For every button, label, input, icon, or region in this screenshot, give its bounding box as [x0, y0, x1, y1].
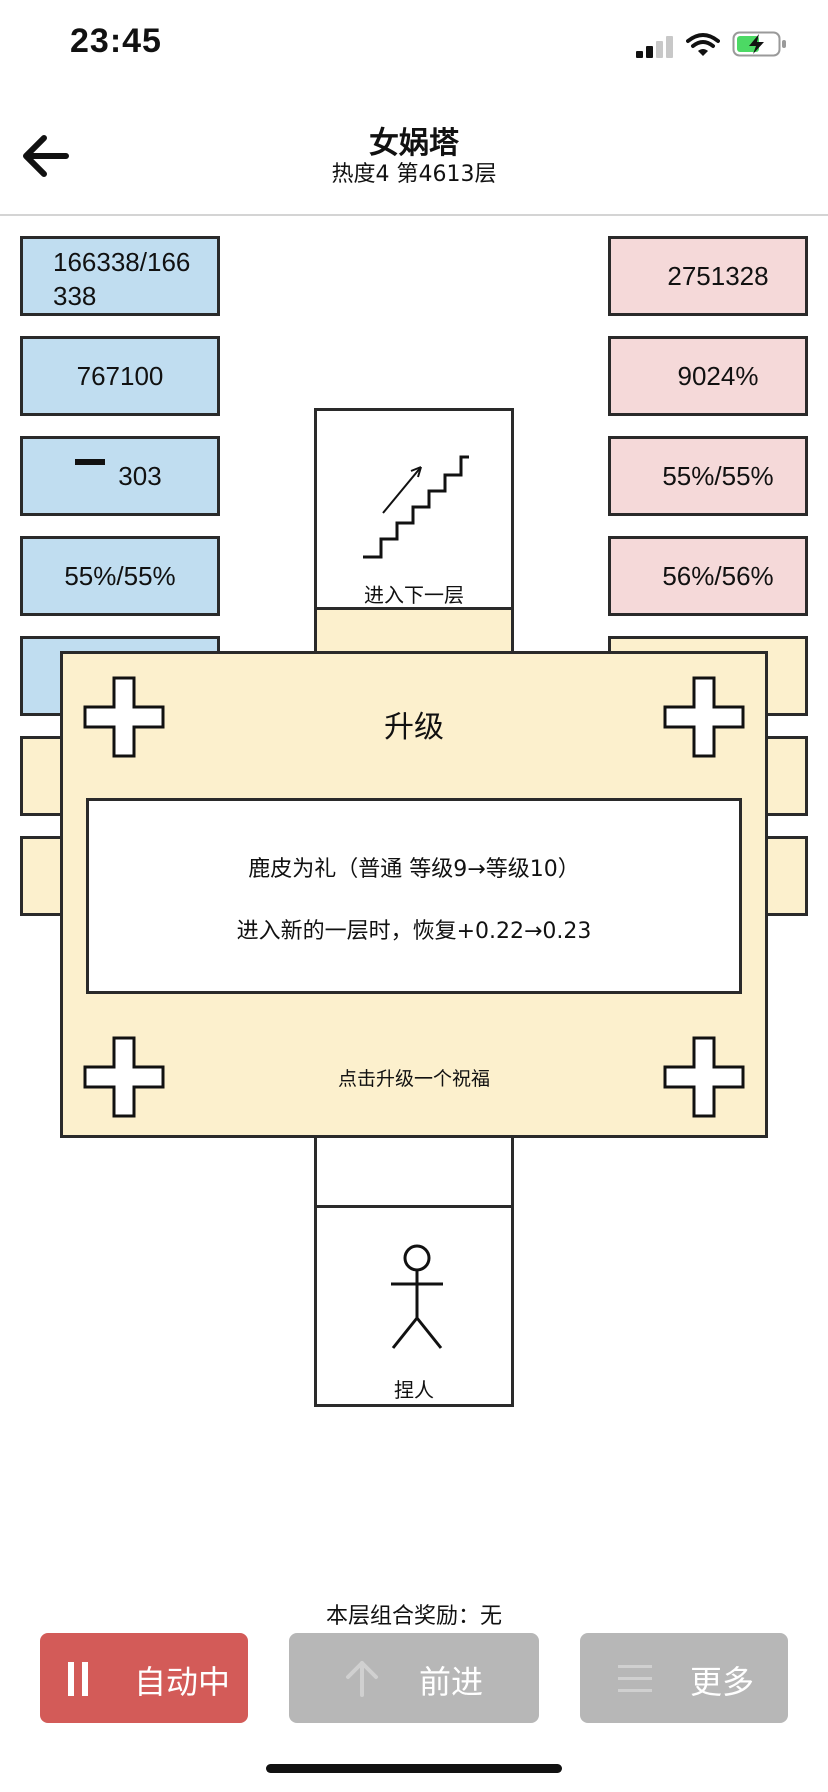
signal-icon [636, 36, 674, 58]
next-floor-button[interactable]: 进入下一层 [314, 408, 514, 610]
minus-icon [75, 459, 105, 465]
arrow-up-icon [346, 1661, 378, 1697]
pause-icon [68, 1662, 88, 1696]
left-stat-hp-value: 166338/166338 [53, 247, 191, 311]
stick-figure-icon [391, 1244, 443, 1349]
plus-icon [83, 1036, 165, 1118]
upgrade-modal[interactable]: 升级 鹿皮为礼（普通 等级9→等级10） 进入新的一层时，恢复+0.22→0.2… [60, 651, 768, 1138]
menu-icon [618, 1665, 652, 1692]
forward-button[interactable]: 前进 [289, 1633, 539, 1723]
character-button[interactable]: 捏人 [314, 1205, 514, 1407]
auto-button[interactable]: 自动中 [40, 1633, 248, 1723]
character-label: 捏人 [394, 1378, 434, 1402]
page-title: 女娲塔 [369, 126, 459, 161]
arrow-left-icon [23, 135, 69, 177]
center-empty-cell [314, 1133, 514, 1208]
stairs-up-icon [363, 455, 469, 559]
home-indicator[interactable] [266, 1764, 562, 1773]
left-stat-2-value: 767100 [76, 360, 164, 391]
right-stat-4: 56%/56% [608, 536, 808, 616]
modal-title: 升级 [384, 710, 444, 745]
nav-divider [0, 214, 828, 216]
blessing-effect: 进入新的一层时，恢复+0.22→0.23 [236, 919, 592, 944]
right-stat-1-value: 2751328 [667, 260, 769, 291]
next-floor-label: 进入下一层 [364, 583, 464, 607]
blessing-card[interactable]: 鹿皮为礼（普通 等级9→等级10） 进入新的一层时，恢复+0.22→0.23 [86, 798, 742, 994]
auto-button-label: 自动中 [134, 1663, 231, 1701]
right-stat-4-value: 56%/56% [662, 560, 774, 591]
right-stat-2-value: 9024% [677, 360, 759, 391]
wifi-icon [686, 32, 720, 58]
plus-icon [83, 676, 165, 758]
plus-icon [663, 1036, 745, 1118]
right-stat-3: 55%/55% [608, 436, 808, 516]
right-stat-2: 9024% [608, 336, 808, 416]
left-stat-3: 303 [20, 436, 220, 516]
left-stat-4: 55%/55% [20, 536, 220, 616]
right-stat-3-value: 55%/55% [662, 460, 774, 491]
left-stat-4-value: 55%/55% [64, 560, 176, 591]
plus-icon [663, 676, 745, 758]
upgrade-hint: 点击升级一个祝福 [337, 1068, 490, 1090]
left-stat-hp: 166338/166338 [20, 236, 220, 316]
more-button[interactable]: 更多 [580, 1633, 788, 1723]
right-stat-1: 2751328 [608, 236, 808, 316]
forward-button-label: 前进 [419, 1663, 484, 1701]
battery-charging-icon [732, 30, 788, 58]
more-button-label: 更多 [690, 1663, 755, 1701]
combo-bonus-text: 本层组合奖励：无 [325, 1604, 502, 1629]
page-subtitle: 热度4 第4613层 [331, 162, 497, 187]
blessing-name: 鹿皮为礼（普通 等级9→等级10） [248, 857, 580, 882]
left-stat-2: 767100 [20, 336, 220, 416]
left-stat-3-value: 303 [118, 460, 162, 491]
status-time: 23:45 [70, 22, 162, 60]
back-button[interactable] [18, 126, 78, 186]
